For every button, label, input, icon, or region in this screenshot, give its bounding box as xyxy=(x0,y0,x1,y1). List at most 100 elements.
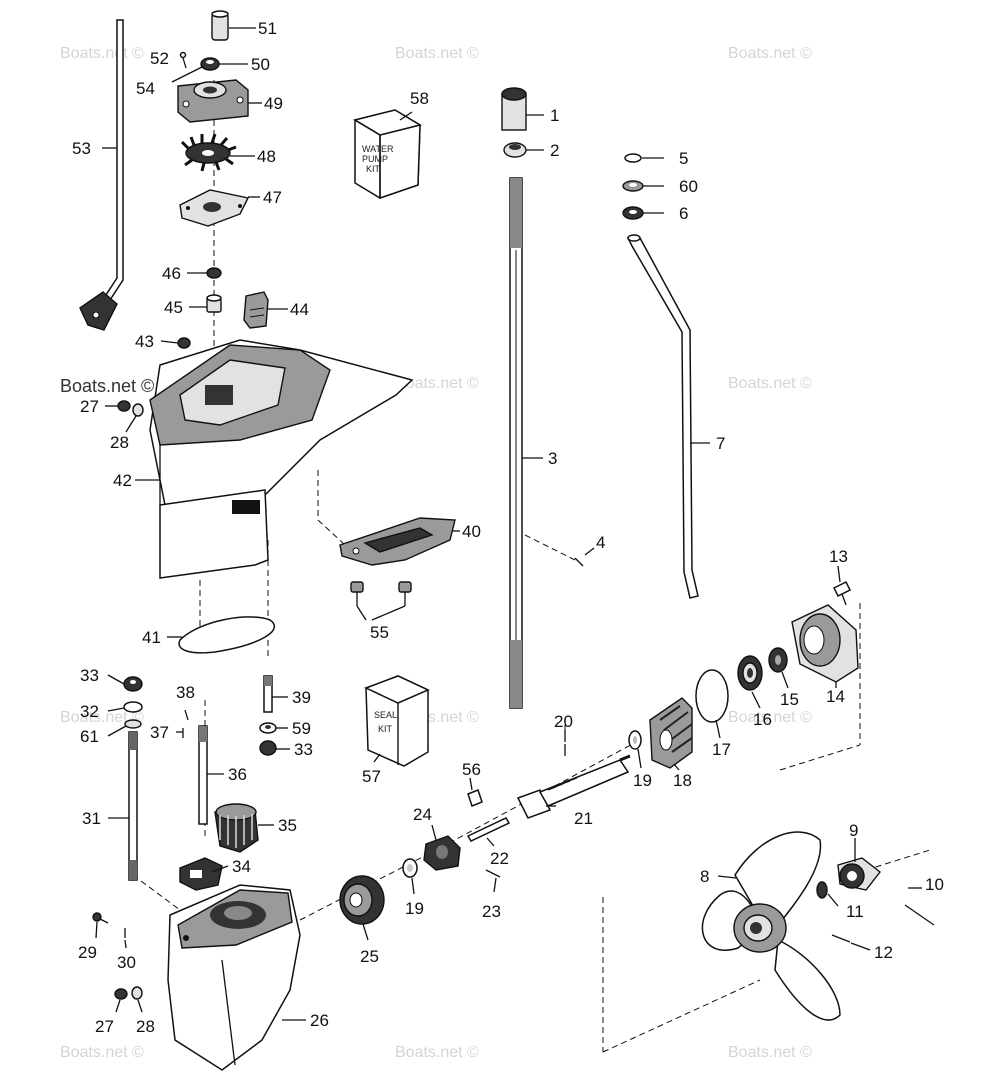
kit-box-text: WATER xyxy=(362,144,394,154)
callout-60: 60 xyxy=(679,177,698,196)
callout-28-top: 28 xyxy=(110,433,129,452)
watermark-dark: Boats.net © xyxy=(60,376,154,396)
callout-43: 43 xyxy=(135,332,154,351)
tube-1 xyxy=(501,87,527,131)
watermark: Boats.net © xyxy=(60,45,144,62)
washer-19-left xyxy=(402,858,418,878)
callout-13: 13 xyxy=(829,547,848,566)
callout-53: 53 xyxy=(72,139,91,158)
kit-box-text: PUMP xyxy=(362,154,388,164)
kit-box-text: KIT xyxy=(378,724,393,734)
callout-39: 39 xyxy=(292,688,311,707)
callout-44: 44 xyxy=(290,300,309,319)
gearcase-26 xyxy=(167,884,301,1071)
watermark: Boats.net © xyxy=(60,1044,144,1061)
washer-61 xyxy=(124,719,142,729)
gasket-41 xyxy=(178,616,276,654)
callout-11: 11 xyxy=(846,902,864,921)
grommet-50 xyxy=(200,57,220,71)
rod-36 xyxy=(198,725,208,825)
callout-17: 17 xyxy=(712,740,731,759)
callout-28-bottom: 28 xyxy=(136,1017,155,1036)
bushing-2 xyxy=(503,142,527,158)
driveshaft-3 xyxy=(509,177,523,709)
callout-37: 37 xyxy=(150,723,169,742)
callout-34: 34 xyxy=(232,857,251,876)
callout-6: 6 xyxy=(679,204,688,223)
callout-labels: 1 2 3 4 5 60 6 7 8 9 10 11 12 13 14 15 1… xyxy=(72,19,944,1036)
prop-nut-9 xyxy=(837,857,881,891)
callout-51: 51 xyxy=(258,19,277,38)
washer-59 xyxy=(259,722,277,734)
o-ring-5 xyxy=(624,153,642,163)
pump-housing-49 xyxy=(177,79,249,123)
callout-52: 52 xyxy=(150,49,169,68)
kit-box-text: KIT xyxy=(366,164,381,174)
callout-49: 49 xyxy=(264,94,283,113)
seal-kit-57: SEAL KIT xyxy=(364,675,430,767)
screw-29 xyxy=(92,912,109,924)
callout-7: 7 xyxy=(716,434,725,453)
clutch-24 xyxy=(423,835,461,871)
clip-56 xyxy=(467,789,483,807)
callout-33-left: 33 xyxy=(80,666,99,685)
callout-35: 35 xyxy=(278,816,297,835)
callout-41: 41 xyxy=(142,628,161,647)
bushing-45 xyxy=(206,294,222,313)
o-ring-17 xyxy=(695,669,729,723)
callout-59: 59 xyxy=(292,719,311,738)
callout-19-left: 19 xyxy=(405,899,424,918)
callout-46: 46 xyxy=(162,264,181,283)
nut-27-top xyxy=(117,400,131,412)
callout-3: 3 xyxy=(548,449,557,468)
bearing-15 xyxy=(768,647,788,673)
watermark: Boats.net © xyxy=(728,709,812,726)
callout-9: 9 xyxy=(849,821,858,840)
propeller-8 xyxy=(701,831,841,1021)
callout-33-right: 33 xyxy=(294,740,313,759)
callout-56: 56 xyxy=(462,760,481,779)
gear-35 xyxy=(214,803,259,853)
callout-29: 29 xyxy=(78,943,97,962)
pin-52 xyxy=(179,51,187,69)
callout-4: 4 xyxy=(596,533,605,552)
leader-lines xyxy=(95,27,922,1021)
callout-21: 21 xyxy=(574,809,593,828)
seal-46 xyxy=(206,267,222,279)
washer-60 xyxy=(622,180,644,192)
nut-33-right xyxy=(259,740,277,756)
watermark: Boats.net © xyxy=(728,45,812,62)
pin-4 xyxy=(574,557,584,567)
watermark: Boats.net © xyxy=(728,375,812,392)
shift-rod-7 xyxy=(626,234,699,599)
callout-20: 20 xyxy=(554,712,573,731)
callout-31: 31 xyxy=(82,809,101,828)
nut-43 xyxy=(177,337,191,349)
pin-12 xyxy=(831,934,851,943)
watermark: Boats.net © xyxy=(395,45,479,62)
water-pump-kit-58: WATER PUMP KIT xyxy=(353,109,422,200)
gear-18 xyxy=(649,697,693,769)
callout-5: 5 xyxy=(679,149,688,168)
callout-19-right: 19 xyxy=(633,771,652,790)
pump-tube-51 xyxy=(211,10,229,41)
pin-38 xyxy=(184,709,189,721)
kit-box-text: SEAL xyxy=(374,710,397,720)
cover-40 xyxy=(339,517,456,566)
callout-14: 14 xyxy=(826,687,845,706)
watermark: Boats.net © xyxy=(395,375,479,392)
callout-12: 12 xyxy=(874,943,893,962)
callout-32: 32 xyxy=(80,702,99,721)
cradle-34 xyxy=(179,857,223,891)
nut-27-bottom xyxy=(114,988,128,1000)
callout-48: 48 xyxy=(257,147,276,166)
bearing-16 xyxy=(737,655,763,691)
callout-47: 47 xyxy=(263,188,282,207)
callout-23: 23 xyxy=(482,902,501,921)
propeller-shaft-21 xyxy=(516,754,631,819)
callout-61: 61 xyxy=(80,727,99,746)
callout-18: 18 xyxy=(673,771,692,790)
callout-36: 36 xyxy=(228,765,247,784)
